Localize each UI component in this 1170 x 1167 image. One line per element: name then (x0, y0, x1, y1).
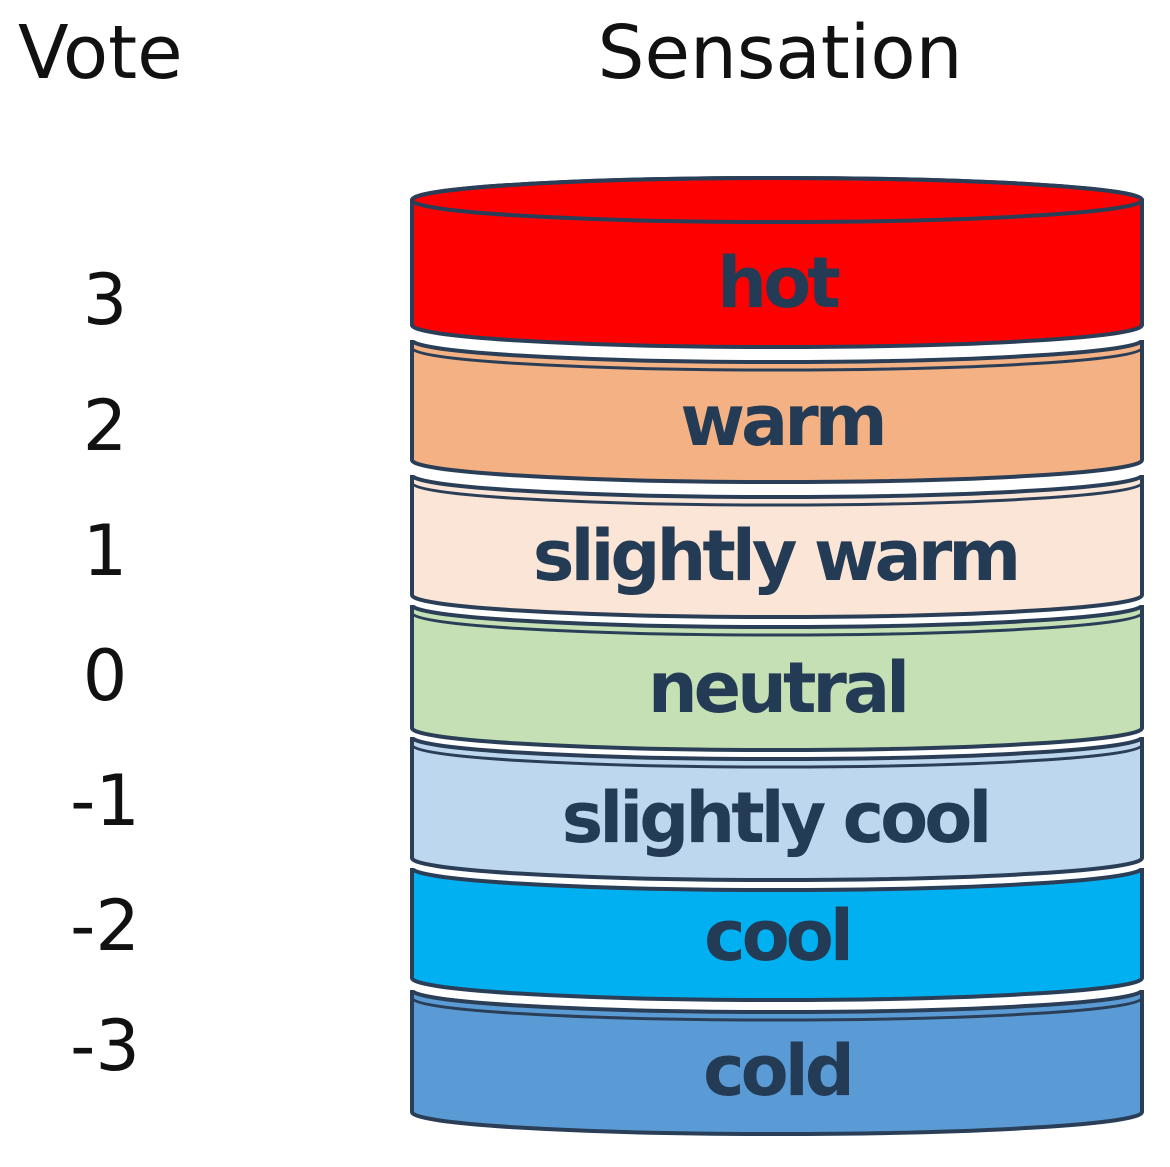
vote-value-1: 1 (83, 510, 128, 592)
band-warm: warm (410, 339, 1144, 484)
vote-value-3: 3 (83, 259, 128, 341)
band-hot: hot (410, 176, 1144, 349)
band-label-slightly-warm: slightly warm (533, 515, 1017, 597)
band-neutral-separator (410, 612, 1144, 637)
band-warm-shape (410, 339, 1144, 484)
band-label-cold: cold (703, 1030, 851, 1112)
cylinder-top-rim (410, 176, 1144, 224)
band-cool: cool (410, 867, 1144, 1002)
vote-value-0: 0 (83, 635, 128, 717)
band-label-neutral: neutral (648, 647, 906, 729)
vote-value-2: 2 (83, 385, 128, 467)
vote-value-minus-3: -3 (70, 1005, 140, 1087)
band-cold-shape (410, 989, 1144, 1136)
band-slightly-cool: slightly cool (410, 736, 1144, 882)
vote-column-header: Vote (18, 10, 183, 96)
band-label-warm: warm (680, 380, 883, 462)
sensation-column-header: Sensation (597, 10, 962, 96)
band-cool-shape (410, 867, 1144, 1002)
band-cold-separator (410, 997, 1144, 1022)
band-slightly-cool-shape (410, 736, 1144, 882)
band-warm-separator (410, 347, 1144, 372)
band-cold: cold (410, 989, 1144, 1136)
band-neutral-shape (410, 604, 1144, 752)
vote-value-minus-2: -2 (70, 885, 140, 967)
band-neutral: neutral (410, 604, 1144, 752)
band-slightly-warm-separator (410, 482, 1144, 507)
band-slightly-cool-separator (410, 744, 1144, 769)
band-slightly-warm-shape (410, 474, 1144, 619)
vote-value-minus-1: -1 (70, 760, 140, 842)
band-label-cool: cool (704, 895, 850, 977)
band-label-hot: hot (717, 242, 839, 324)
band-slightly-warm: slightly warm (410, 474, 1144, 619)
band-label-slightly-cool: slightly cool (562, 777, 989, 859)
